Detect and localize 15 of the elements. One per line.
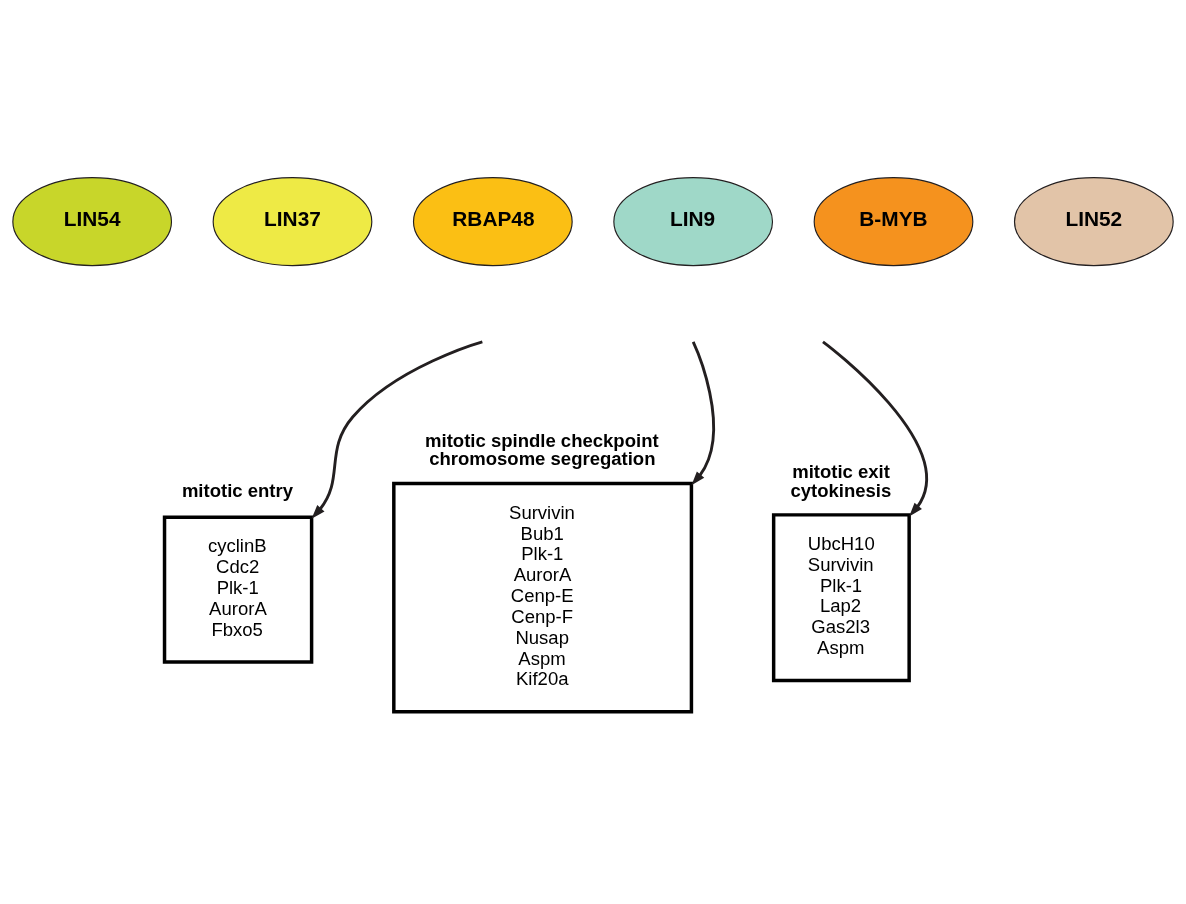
node-ellipse: RBAP48 <box>412 176 573 266</box>
arrow <box>311 339 483 519</box>
arrow <box>822 340 928 516</box>
node-ellipse: LIN37 <box>212 176 373 266</box>
node-label: mitotic exit cytokinesis <box>790 460 892 501</box>
node-ellipse: LIN9 <box>613 176 774 266</box>
node-box: Survivin Bub1 Plk-1 AurorA Cenp-E Cenp-F Nusap Aspm Kif20a <box>392 481 694 713</box>
node-box: UbcH10 Survivin Plk-1 Lap2 Gas2l3 Aspm <box>771 512 911 682</box>
arrow <box>691 340 715 485</box>
node-ellipse: LIN54 <box>12 176 173 266</box>
node-ellipse: LIN52 <box>1013 176 1174 266</box>
node-label: mitotic entry <box>181 479 294 501</box>
node-label: mitotic spindle checkpoint chromosome segregation <box>425 429 659 469</box>
node-ellipse: B-MYB <box>813 176 974 266</box>
node-box: cyclinB Cdc2 Plk-1 AurorA Fbxo5 <box>162 514 314 664</box>
